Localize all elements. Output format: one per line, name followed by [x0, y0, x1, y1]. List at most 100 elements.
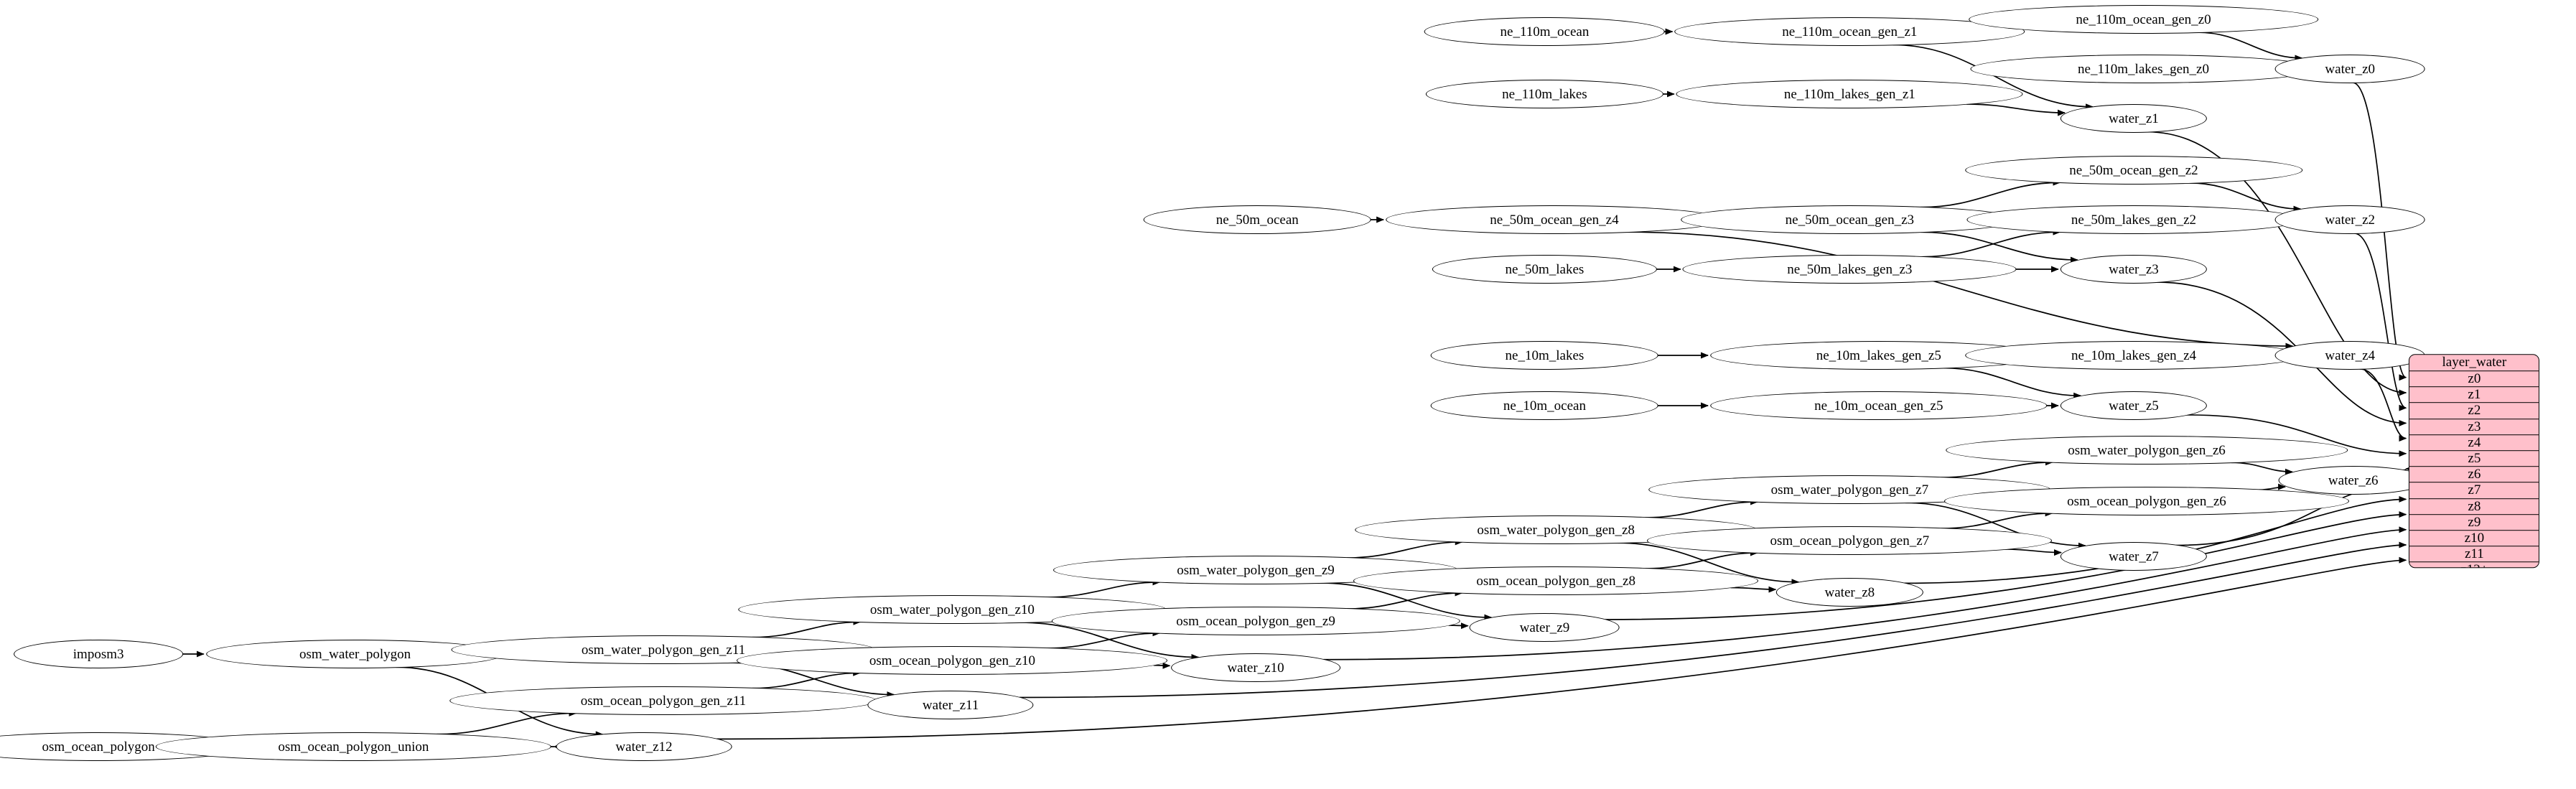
graph-edge-osm_ocean_polygon_union-to-osm_ocean_polygon_gen_z11 [437, 709, 577, 735]
graph-edge-osm_ocean_polygon_gen_z7-to-osm_ocean_polygon_gen_z6 [1941, 510, 2053, 529]
layer-water-row-z5[interactable]: z5 [2409, 450, 2539, 466]
graph-node-imposm3[interactable]: imposm3 [14, 640, 184, 668]
graph-node-water_z2[interactable]: water_z2 [2274, 205, 2425, 234]
graph-node-ne_50m_lakes_gen_z2[interactable]: ne_50m_lakes_gen_z2 [1966, 205, 2301, 234]
graph-edge-osm_water_polygon_gen_z7-to-osm_water_polygon_gen_z6 [1941, 459, 2053, 478]
graph-node-water_z12[interactable]: water_z12 [556, 732, 732, 761]
graph-node-ne_50m_lakes[interactable]: ne_50m_lakes [1432, 255, 1657, 284]
graph-node-osm_water_polygon[interactable]: osm_water_polygon [205, 640, 505, 668]
graph-node-ne_50m_lakes_gen_z3[interactable]: ne_50m_lakes_gen_z3 [1682, 255, 2017, 284]
layer-water-row-z0[interactable]: z0 [2409, 370, 2539, 386]
graph-node-osm_ocean_polygon_gen_z6[interactable]: osm_ocean_polygon_gen_z6 [1943, 487, 2350, 515]
graph-node-osm_ocean_polygon_gen_z8[interactable]: osm_ocean_polygon_gen_z8 [1353, 566, 1759, 595]
graph-node-label: water_z11 [922, 697, 979, 713]
graph-node-label: water_z8 [1824, 584, 1875, 600]
graph-node-osm_ocean_polygon_gen_z10[interactable]: osm_ocean_polygon_gen_z10 [737, 646, 1168, 675]
graph-node-label: ne_10m_lakes_gen_z4 [2071, 347, 2197, 363]
layer-water-row-z1[interactable]: z1 [2409, 386, 2539, 402]
graph-node-label: ne_50m_ocean_gen_z3 [1785, 212, 1915, 228]
graph-node-label: osm_water_polygon [299, 646, 411, 662]
graph-node-label: osm_water_polygon_gen_z6 [2068, 442, 2226, 458]
graph-node-label: osm_ocean_polygon_gen_z6 [2067, 493, 2226, 509]
graph-node-ne_110m_lakes_gen_z1[interactable]: ne_110m_lakes_gen_z1 [1676, 80, 2023, 108]
graph-node-ne_110m_ocean_gen_z1[interactable]: ne_110m_ocean_gen_z1 [1674, 17, 2025, 46]
graph-node-water_z8[interactable]: water_z8 [1776, 578, 1923, 607]
graph-edge-ne_110m_lakes_gen_z1-to-water_z1 [1966, 103, 2066, 116]
graph-node-osm_ocean_polygon_union[interactable]: osm_ocean_polygon_union [156, 732, 551, 761]
graph-node-ne_50m_ocean_gen_z2[interactable]: ne_50m_ocean_gen_z2 [1965, 156, 2302, 185]
graph-node-osm_ocean_polygon_gen_z9[interactable]: osm_ocean_polygon_gen_z9 [1051, 607, 1460, 635]
graph-node-water_z1[interactable]: water_z1 [2060, 104, 2208, 133]
graph-node-water_z11[interactable]: water_z11 [867, 691, 1034, 719]
graph-node-label: ne_10m_lakes_gen_z5 [1816, 347, 1941, 363]
graph-node-ne_10m_ocean[interactable]: ne_10m_ocean [1431, 391, 1658, 420]
layer-water-row-z4[interactable]: z4 [2409, 434, 2539, 450]
graph-node-water_z4[interactable]: water_z4 [2274, 341, 2425, 370]
graph-node-label: ne_50m_ocean_gen_z4 [1490, 212, 1619, 228]
graph-node-ne_110m_lakes[interactable]: ne_110m_lakes [1426, 80, 1663, 108]
graph-node-label: osm_water_polygon_gen_z11 [581, 642, 746, 658]
graph-node-label: osm_ocean_polygon_gen_z8 [1476, 573, 1635, 589]
layer-water-row-z9[interactable]: z9 [2409, 513, 2539, 530]
graph-node-label: osm_water_polygon_gen_z7 [1770, 482, 1929, 498]
graph-node-water_z10[interactable]: water_z10 [1171, 653, 1340, 682]
graph-node-ne_10m_lakes[interactable]: ne_10m_lakes [1431, 341, 1658, 370]
layer-water-row-z7[interactable]: z7 [2409, 482, 2539, 498]
graph-node-ne_110m_lakes_gen_z0[interactable]: ne_110m_lakes_gen_z0 [1969, 55, 2318, 83]
graph-edge-ne_50m_ocean_gen_z2-to-water_z2 [2190, 182, 2302, 213]
graph-node-label: water_z6 [2328, 472, 2379, 488]
graph-edge-osm_water_polygon_gen_z8-to-osm_water_polygon_gen_z7 [1645, 498, 1759, 518]
graph-node-water_z7[interactable]: water_z7 [2060, 542, 2208, 571]
graph-node-osm_ocean_polygon_gen_z11[interactable]: osm_ocean_polygon_gen_z11 [449, 686, 877, 715]
layer-water-row-z12+[interactable]: z12+ [2409, 561, 2539, 567]
graph-node-ne_50m_ocean[interactable]: ne_50m_ocean [1143, 205, 1371, 234]
graph-edge-ne_10m_lakes_gen_z5-to-water_z5 [1942, 367, 2082, 399]
layer-water-row-z11[interactable]: z11 [2409, 546, 2539, 561]
graph-node-label: water_z3 [2109, 261, 2159, 277]
graph-node-osm_water_polygon_gen_z6[interactable]: osm_water_polygon_gen_z6 [1946, 436, 2348, 464]
graph-node-water_z6[interactable]: water_z6 [2278, 466, 2429, 495]
layer-water-row-z10[interactable]: z10 [2409, 530, 2539, 546]
layer-water-row-z6[interactable]: z6 [2409, 466, 2539, 482]
graph-node-label: ne_110m_ocean [1500, 24, 1590, 39]
layer-water-row-z8[interactable]: z8 [2409, 498, 2539, 514]
graph-node-label: water_z2 [2325, 212, 2376, 228]
graph-node-label: ne_50m_lakes [1505, 261, 1585, 277]
graph-edge-osm_ocean_polygon_gen_z11-to-osm_ocean_polygon_gen_z10 [752, 669, 862, 689]
graph-node-label: osm_water_polygon_gen_z9 [1177, 562, 1335, 578]
graph-node-label: osm_water_polygon_gen_z10 [869, 602, 1035, 617]
layer-water-row-z3[interactable]: z3 [2409, 418, 2539, 434]
graph-edge-osm_water_polygon_gen_z9-to-osm_water_polygon_gen_z8 [1346, 538, 1463, 559]
graph-node-label: ne_50m_ocean_gen_z2 [2069, 162, 2198, 178]
graph-node-ne_110m_ocean_gen_z0[interactable]: ne_110m_ocean_gen_z0 [1968, 5, 2319, 34]
graph-node-water_z0[interactable]: water_z0 [2274, 55, 2425, 83]
graph-node-label: water_z10 [1227, 660, 1284, 676]
layer-water-table[interactable]: layer_waterz0z1z2z3z4z5z6z7z8z9z10z11z12… [2409, 354, 2540, 568]
layer-water-row-z2[interactable]: z2 [2409, 402, 2539, 419]
graph-node-ne_10m_lakes_gen_z5[interactable]: ne_10m_lakes_gen_z5 [1710, 341, 2048, 370]
graph-node-ne_10m_ocean_gen_z5[interactable]: ne_10m_ocean_gen_z5 [1710, 391, 2048, 420]
graph-edge-osm_ocean_polygon_gen_z9-to-osm_ocean_polygon_gen_z8 [1346, 589, 1463, 610]
graph-node-label: ne_110m_lakes_gen_z1 [1783, 86, 1915, 102]
graph-node-ne_110m_ocean[interactable]: ne_110m_ocean [1424, 17, 1665, 46]
graph-edge-osm_ocean_polygon_gen_z8-to-osm_ocean_polygon_gen_z7 [1645, 549, 1758, 569]
graph-node-osm_ocean_polygon_gen_z7[interactable]: osm_ocean_polygon_gen_z7 [1647, 526, 2053, 555]
graph-node-label: osm_ocean_polygon_gen_z11 [580, 693, 747, 709]
graph-node-ne_50m_ocean_gen_z3[interactable]: ne_50m_ocean_gen_z3 [1681, 205, 2019, 234]
graph-node-label: ne_110m_ocean_gen_z0 [2076, 11, 2211, 27]
graph-node-label: ne_50m_lakes_gen_z2 [2071, 212, 2197, 228]
graph-node-osm_water_polygon_gen_z8[interactable]: osm_water_polygon_gen_z8 [1355, 515, 1757, 544]
graph-node-ne_10m_lakes_gen_z4[interactable]: ne_10m_lakes_gen_z4 [1965, 341, 2302, 370]
graph-node-label: water_z0 [2325, 61, 2376, 77]
graph-node-label: osm_ocean_polygon_gen_z10 [869, 653, 1035, 668]
graph-node-water_z5[interactable]: water_z5 [2060, 391, 2208, 420]
graph-node-label: osm_ocean_polygon [42, 739, 155, 755]
graph-node-water_z9[interactable]: water_z9 [1470, 613, 1620, 642]
graph-node-label: ne_50m_ocean [1215, 212, 1299, 228]
graph-node-label: water_z9 [1519, 620, 1570, 635]
layer-water-table-header: layer_water [2442, 355, 2507, 370]
graph-node-ne_50m_ocean_gen_z4[interactable]: ne_50m_ocean_gen_z4 [1386, 205, 1723, 234]
graph-node-water_z3[interactable]: water_z3 [2060, 255, 2208, 284]
graph-edge-osm_ocean_polygon_gen_z9-to-water_z9 [1448, 622, 1469, 630]
graph-edge-osm_ocean_polygon_gen_z8-to-water_z8 [1730, 586, 1777, 593]
